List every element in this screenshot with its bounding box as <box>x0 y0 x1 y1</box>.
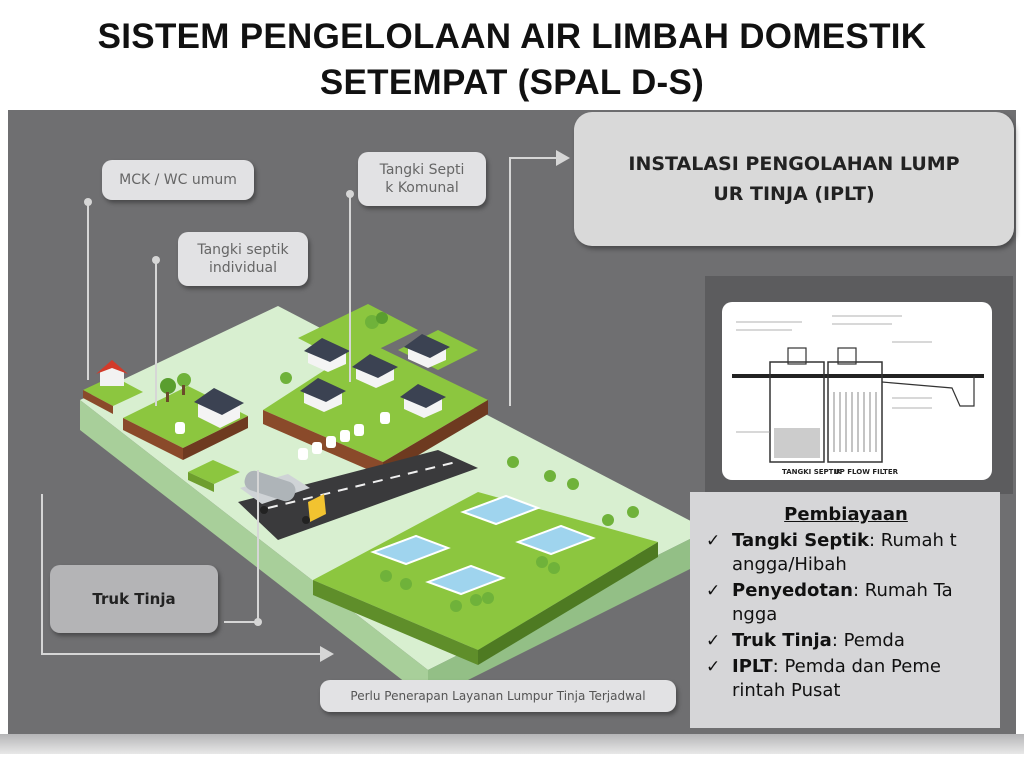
iplt-callout: INSTALASI PENGOLAHAN LUMP UR TINJA (IPLT… <box>574 112 1014 246</box>
callout-tangki-individual-line2: individual <box>209 260 277 276</box>
callout-truk-tinja-text: Truk Tinja <box>92 590 176 608</box>
iplt-line-2: UR TINJA (IPLT) <box>713 183 875 205</box>
treatment-ponds <box>370 494 596 596</box>
drawing-annotations <box>736 315 932 433</box>
road <box>238 450 478 540</box>
land-side-left <box>80 400 428 700</box>
checkmark-icon: ✓ <box>706 631 721 651</box>
callout-tangki-individual-line1: Tangki septik <box>197 242 289 258</box>
financing-item-value: : Pemda <box>831 630 905 651</box>
title-line-2: SETEMPAT (SPAL D-S) <box>319 63 705 102</box>
financing-item-value: : Rumah Ta ngga <box>732 580 953 625</box>
tree <box>280 372 292 384</box>
financing-item-value: : Rumah t angga/Hibah <box>732 530 957 575</box>
callout-layanan-terjadwal: Perlu Penerapan Layanan Lumpur Tinja Ter… <box>320 680 676 712</box>
list-item: ✓ IPLT: Pemda dan Peme rintah Pusat <box>704 655 988 703</box>
isometric-landscape <box>41 150 708 700</box>
callout-truk-tinja: Truk Tinja <box>50 565 218 633</box>
financing-list: ✓ Tangki Septik: Rumah t angga/Hibah ✓ P… <box>704 529 988 703</box>
list-item: ✓ Truk Tinja: Pemda <box>704 629 988 653</box>
bottom-shadow <box>0 734 1024 754</box>
financing-item-key: Truk Tinja <box>732 630 832 651</box>
financing-item-value: : Pemda dan Peme rintah Pusat <box>732 656 941 701</box>
list-item: ✓ Penyedotan: Rumah Ta ngga <box>704 579 988 627</box>
plot-communal <box>263 342 488 462</box>
tree <box>376 312 388 324</box>
tank-diagram-card: TANGKI SEPTIK UP FLOW FILTER <box>722 302 992 480</box>
financing-panel: Pembiayaan ✓ Tangki Septik: Rumah t angg… <box>690 492 1000 728</box>
financing-item-key: Tangki Septik <box>732 530 870 551</box>
tank-label-right: UP FLOW FILTER <box>834 468 899 476</box>
callout-tangki-komunal-line1: Tangki Septi <box>379 162 465 178</box>
financing-title: Pembiayaan <box>784 504 908 525</box>
iplt-line-1: INSTALASI PENGOLAHAN LUMP <box>628 153 960 175</box>
financing-item-key: Penyedotan <box>732 580 853 601</box>
tree <box>365 315 379 329</box>
tank-label-left: TANGKI SEPTIK <box>782 468 842 476</box>
arrow-head-iplt <box>556 150 570 166</box>
land-side-right <box>428 530 708 700</box>
houses-communal <box>300 334 450 418</box>
septic-tank-drawing: TANGKI SEPTIK UP FLOW FILTER <box>732 315 984 476</box>
tree <box>160 378 176 394</box>
iplt-trees <box>380 456 639 612</box>
callout-tangki-individual: Tangki septik individual <box>178 232 308 286</box>
list-item: ✓ Tangki Septik: Rumah t angga/Hibah <box>704 529 988 577</box>
arrow-head-bottom <box>320 646 334 662</box>
financing-item-key: IPLT <box>732 656 773 677</box>
callout-tangki-komunal-line2: k Komunal <box>385 180 459 196</box>
septic-tank-individual <box>175 422 185 434</box>
title-line-1: SISTEM PENGELOLAAN AIR LIMBAH DOMESTIK <box>97 17 927 56</box>
checkmark-icon: ✓ <box>706 581 721 601</box>
callout-mck: MCK / WC umum <box>102 160 254 200</box>
callout-layanan-terjadwal-text: Perlu Penerapan Layanan Lumpur Tinja Ter… <box>350 689 646 703</box>
page-title: SISTEM PENGELOLAAN AIR LIMBAH DOMESTIK S… <box>0 14 1024 106</box>
tree <box>177 373 191 387</box>
checkmark-icon: ✓ <box>706 531 721 551</box>
callout-mck-text: MCK / WC umum <box>119 172 237 188</box>
callout-tangki-komunal: Tangki Septi k Komunal <box>358 152 486 206</box>
checkmark-icon: ✓ <box>706 657 721 677</box>
septic-tanks-communal <box>298 412 390 460</box>
